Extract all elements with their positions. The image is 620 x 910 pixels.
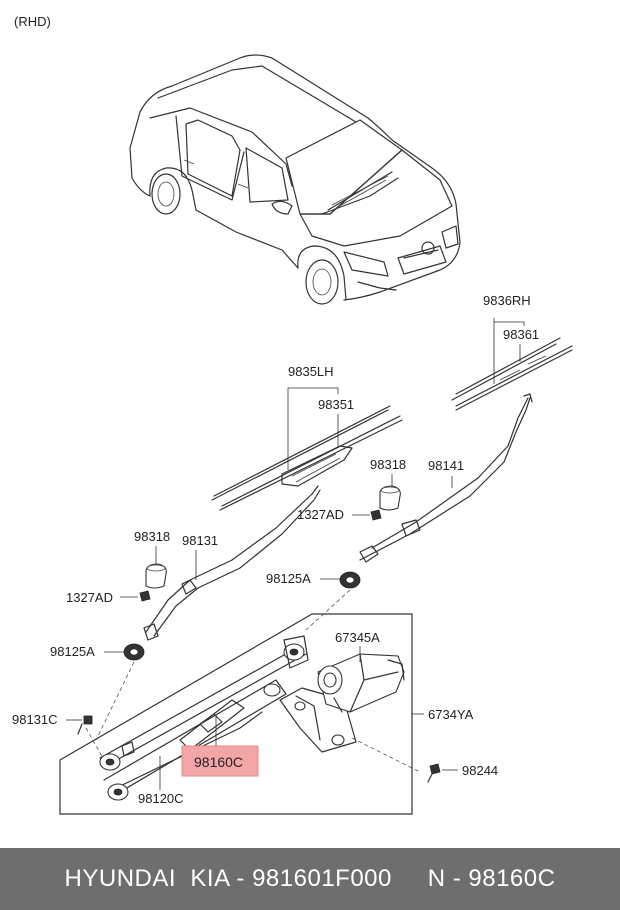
label-98120c: 98120C bbox=[138, 791, 184, 806]
dash-left-pivot bbox=[95, 661, 135, 741]
label-9835lh: 9835LH bbox=[288, 364, 334, 379]
leader-9835lh bbox=[287, 387, 339, 470]
arm-left bbox=[143, 485, 321, 641]
label-9836rh: 9836RH bbox=[483, 293, 531, 308]
label-67345a: 67345A bbox=[335, 630, 380, 645]
wiper-motor bbox=[317, 653, 405, 713]
leader-9836rh bbox=[493, 318, 525, 384]
wiper-parts-diagram: (RHD) bbox=[12, 14, 573, 815]
blade-lh-assembly bbox=[211, 405, 403, 511]
dash-right-pivot bbox=[305, 589, 351, 631]
nut-left bbox=[139, 590, 151, 602]
footer-bar: HYUNDAI KIA - 981601F000 N - 98160C bbox=[0, 848, 620, 910]
variant-label: (RHD) bbox=[14, 14, 51, 29]
label-98125a-left: 98125A bbox=[50, 644, 95, 659]
label-98318-left: 98318 bbox=[134, 529, 170, 544]
bolt-left bbox=[77, 715, 93, 735]
label-98318-right: 98318 bbox=[370, 457, 406, 472]
label-98160c[interactable]: 98160C bbox=[194, 754, 243, 770]
label-1327ad-right: 1327AD bbox=[297, 507, 344, 522]
dash-bolt-left bbox=[85, 727, 105, 761]
highlight-98160c-box[interactable] bbox=[181, 745, 259, 777]
bolt-right bbox=[427, 763, 441, 783]
label-98125a-right: 98125A bbox=[266, 571, 311, 586]
dash-bolt-right bbox=[351, 737, 421, 773]
washer-left bbox=[123, 643, 145, 661]
label-98351: 98351 bbox=[318, 397, 354, 412]
label-1327ad-left: 1327AD bbox=[66, 590, 113, 605]
label-98244: 98244 bbox=[462, 763, 498, 778]
label-98361: 98361 bbox=[503, 327, 539, 342]
nut-right bbox=[370, 509, 382, 521]
arm-right bbox=[359, 393, 533, 563]
cap-right bbox=[379, 485, 401, 511]
label-98131c: 98131C bbox=[12, 712, 58, 727]
footer-part-number: HYUNDAI KIA - 981601F000 N - 98160C bbox=[64, 865, 556, 892]
cap-left bbox=[145, 563, 167, 589]
washer-right bbox=[339, 571, 361, 589]
label-98141: 98141 bbox=[428, 458, 464, 473]
blade-rh-assembly bbox=[451, 337, 573, 411]
label-98131: 98131 bbox=[182, 533, 218, 548]
label-6734ya: 6734YA bbox=[428, 707, 474, 722]
car-illustration bbox=[129, 54, 461, 305]
